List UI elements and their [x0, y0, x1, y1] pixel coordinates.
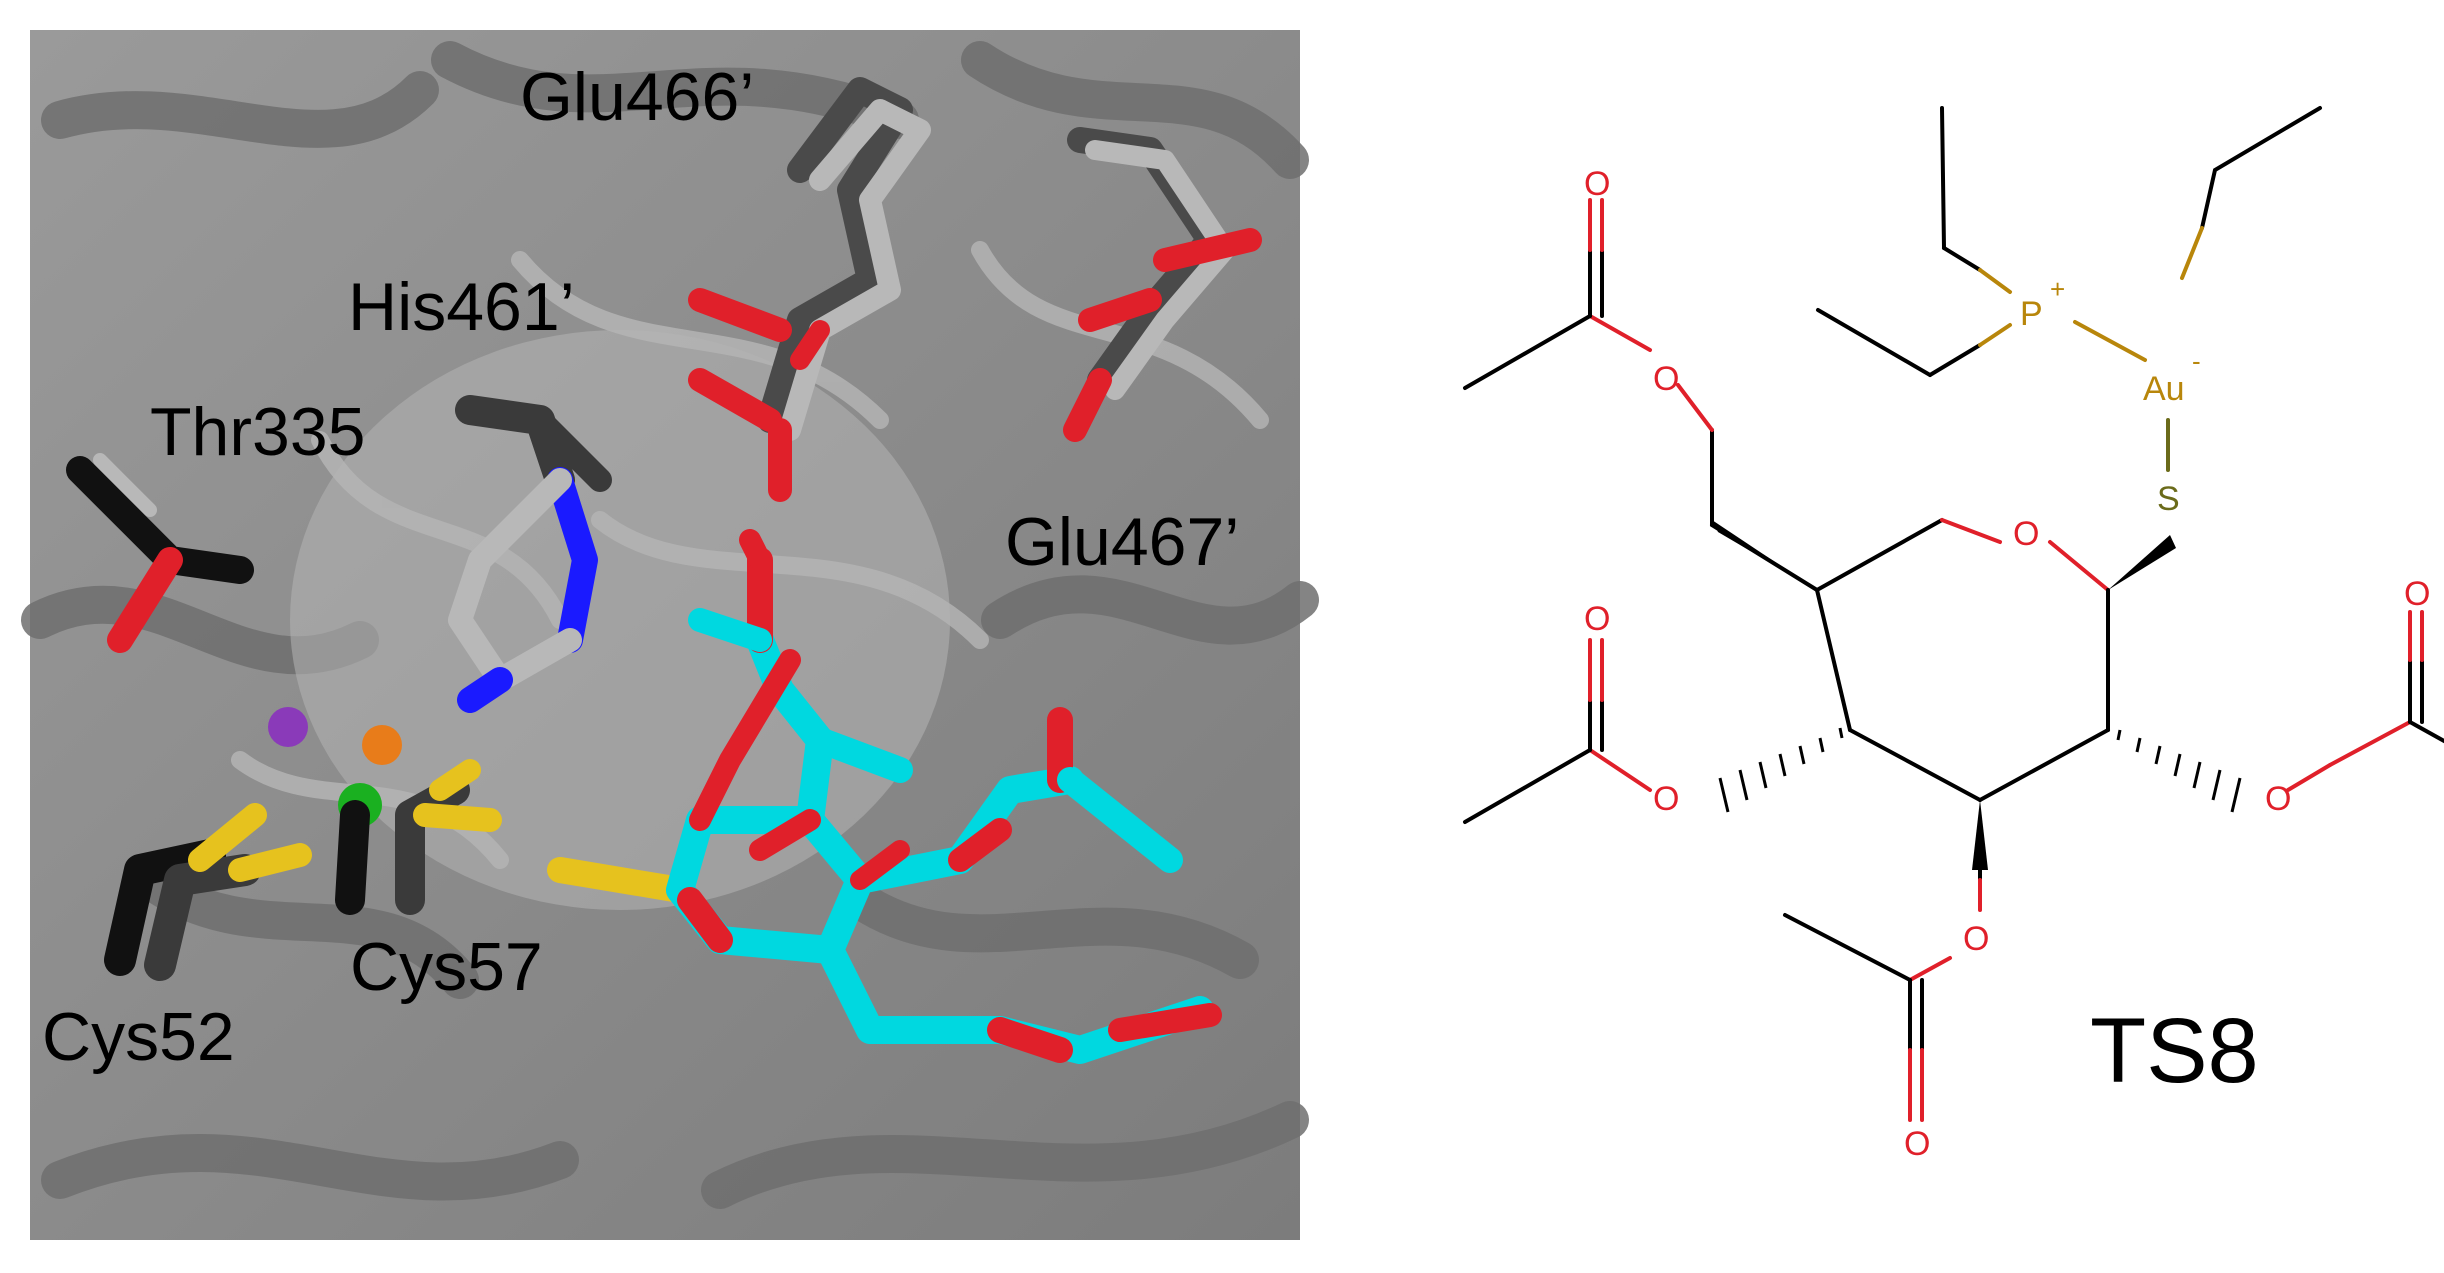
atom-o-c4-ester: O [1653, 780, 1679, 818]
thr335-sticks [66, 453, 254, 653]
label-his461: His461’ [348, 269, 575, 345]
ts8-ligand-sticks [547, 529, 1222, 1064]
cys57-sticks [335, 759, 502, 915]
atom-o-c2-carbonyl: O [2404, 575, 2430, 613]
atom-o-c2-ester: O [2265, 780, 2291, 818]
glu466-sticks [688, 77, 931, 502]
compound-label: TS8 [2090, 1000, 2259, 1102]
label-thr335: Thr335 [150, 394, 365, 470]
ion-orange [362, 725, 402, 765]
atom-p: P [2020, 295, 2043, 333]
hash-c2 [2116, 729, 2242, 813]
ts8-structure: P + Au - S O O O O O O O O O TS8 [1463, 106, 2444, 1163]
charge-minus: - [2192, 346, 2201, 376]
hash-c4 [1718, 727, 1844, 813]
atom-o-c4-carbonyl: O [1584, 600, 1610, 638]
wedge-c6 [1712, 520, 1817, 590]
atom-au: Au [2143, 370, 2185, 408]
protein-active-site-panel: Glu466’ His461’ Thr335 Glu467’ Cys57 Cys… [21, 30, 1319, 1240]
label-cys52: Cys52 [42, 999, 235, 1075]
atom-o-c3-carbonyl: O [1904, 1125, 1930, 1163]
atom-o-c3-ester: O [1963, 920, 1989, 958]
charge-plus: + [2050, 274, 2065, 304]
label-glu466: Glu466’ [520, 59, 754, 135]
atom-o-ring: O [2013, 515, 2039, 553]
wedge-c1 [2108, 535, 2176, 590]
his461-sticks [448, 395, 612, 713]
active-site-pocket [290, 330, 950, 910]
ts8-structure-panel: P + Au - S O O O O O O O O O TS8 [1320, 0, 2444, 1268]
atom-o-c6-carbonyl: O [1584, 165, 1610, 203]
atom-o-c6-ester: O [1653, 360, 1679, 398]
active-site-render: Glu466’ His461’ Thr335 Glu467’ Cys57 Cys… [21, 30, 1319, 1240]
glu467-sticks [1063, 127, 1262, 442]
atom-s: S [2157, 480, 2180, 518]
wedge-c3 [1972, 800, 1988, 870]
structure-bonds [1463, 106, 2444, 1122]
label-cys57: Cys57 [350, 929, 543, 1005]
cys52-sticks [104, 803, 312, 981]
label-glu467: Glu467’ [1005, 504, 1239, 580]
protein-ribbons [21, 41, 1319, 1209]
ion-purple [268, 707, 308, 747]
